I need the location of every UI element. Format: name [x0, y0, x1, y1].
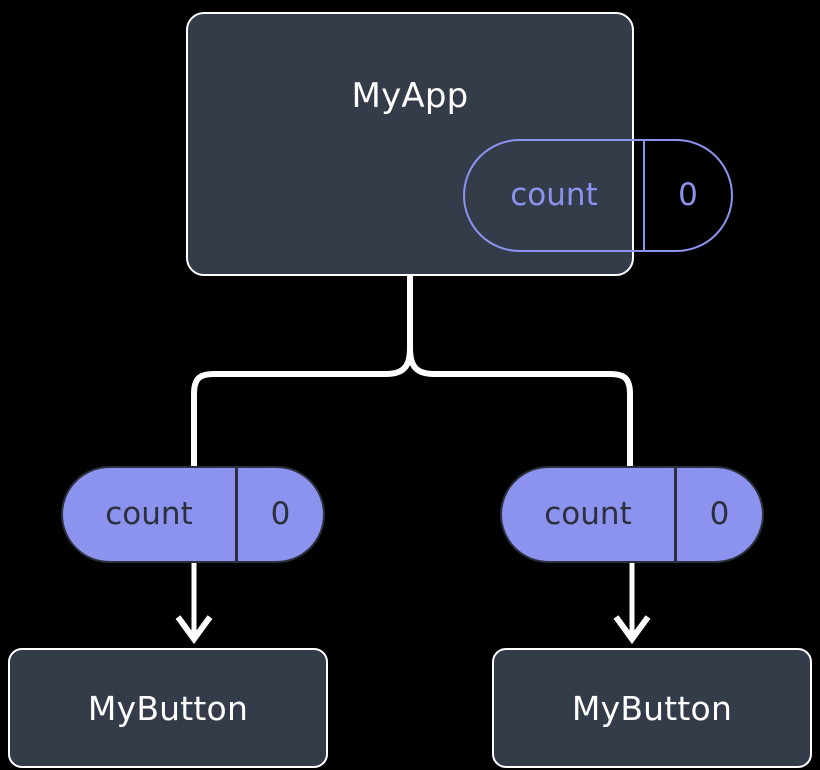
state-pill-key: count: [105, 496, 193, 532]
arrowhead-left: [175, 615, 213, 645]
component-title-mybutton: MyButton: [571, 689, 733, 728]
arrowhead-right: [613, 615, 651, 645]
component-card-myapp[interactable]: MyApp count 0: [186, 12, 733, 276]
state-pill-value: 0: [270, 496, 291, 532]
state-pill-value: 0: [678, 177, 698, 213]
state-pill-key: count: [544, 496, 632, 532]
component-title-myapp: MyApp: [351, 76, 469, 116]
state-pill-divider: [674, 468, 677, 561]
edge-fork-to-right-state: [407, 347, 633, 470]
state-pill-left-count[interactable]: count 0: [61, 466, 325, 563]
component-card-mybutton-right[interactable]: MyButton: [492, 648, 812, 768]
state-pill-divider: [643, 141, 645, 250]
edge-fork-to-left-state: [191, 347, 413, 470]
state-pill-right-count[interactable]: count 0: [500, 466, 764, 563]
state-pill-divider: [235, 468, 238, 561]
state-pill-myapp-count[interactable]: count 0: [463, 139, 733, 252]
component-title-mybutton: MyButton: [87, 689, 249, 728]
state-pill-key: count: [510, 177, 598, 213]
component-card-mybutton-left[interactable]: MyButton: [8, 648, 328, 768]
state-pill-value: 0: [709, 496, 730, 532]
